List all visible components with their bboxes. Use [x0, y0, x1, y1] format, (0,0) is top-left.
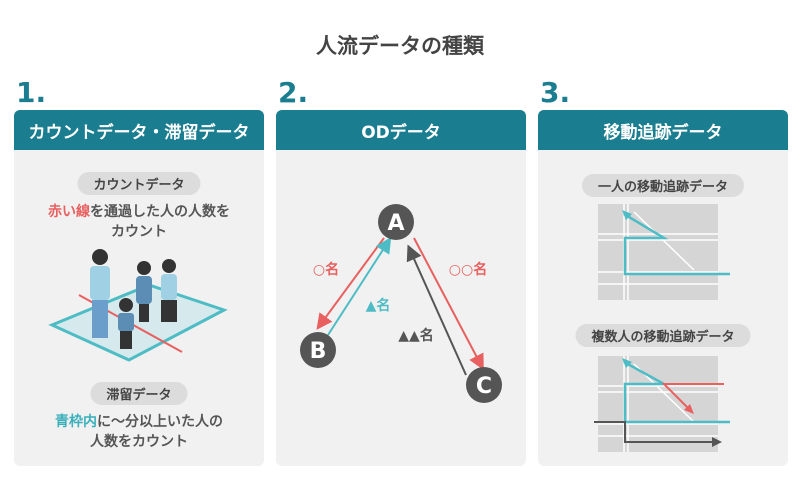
panel-count-stay: カウントデータ・滞留データ カウントデータ 赤い線を通過した人の人数をカウント … [14, 110, 264, 466]
label-b-to-a: ▲名 [366, 297, 391, 314]
red-line-text: 赤い線 [48, 204, 90, 220]
panel-od: ODデータ A B C ○名 ▲名 ▲▲名 ○○名 [276, 110, 526, 466]
desc-text: 人数をカウント [90, 434, 188, 450]
step-number-2: 2. [278, 76, 309, 109]
panel-header: ODデータ [276, 110, 526, 150]
panel-tracking: 移動追跡データ 一人の移動追跡データ 複数人の移動追跡データ [538, 110, 788, 466]
blue-frame [48, 283, 228, 362]
svg-text:A: A [387, 211, 404, 236]
desc-text: に〜分以上いた人の [97, 414, 223, 430]
arrow-b-to-a [327, 236, 392, 336]
desc-text: カウント [111, 224, 167, 240]
person-girl-icon [136, 261, 152, 322]
node-c: C [466, 367, 502, 403]
page-title: 人流データの種類 [316, 34, 484, 58]
multi-tracking-map [594, 356, 730, 452]
label-c-to-a: ▲▲名 [398, 327, 434, 344]
person-woman-icon [161, 259, 177, 322]
person-man-icon [90, 249, 110, 338]
panel-header: 移動追跡データ [538, 110, 788, 150]
node-a: A [378, 204, 414, 240]
panel-header: カウントデータ・滞留データ [14, 110, 264, 150]
step-number-3: 3. [540, 76, 571, 109]
arrow-c-to-a [406, 244, 467, 376]
od-diagram: A B C ○名 ▲名 ▲▲名 ○○名 [300, 204, 502, 403]
single-tracking-pill: 一人の移動追跡データ [581, 174, 745, 197]
node-b: B [300, 332, 336, 368]
person-boy-icon [118, 298, 134, 349]
people-illustration [48, 249, 228, 362]
arrow-a-to-c [413, 237, 484, 371]
stay-data-pill: 滞留データ [90, 382, 188, 405]
label-a-to-b: ○名 [313, 261, 339, 278]
svg-text:C: C [476, 374, 492, 399]
single-tracking-map [598, 204, 730, 300]
arrow-a-to-b [316, 237, 385, 330]
blue-frame-text: 青枠内 [55, 414, 97, 430]
stay-description: 青枠内に〜分以上いた人の人数をカウント [14, 412, 264, 452]
desc-text: を通過した人の人数を [90, 204, 230, 220]
count-description: 赤い線を通過した人の人数をカウント [14, 202, 264, 242]
count-data-pill: カウントデータ [77, 172, 201, 195]
multi-tracking-pill: 複数人の移動追跡データ [575, 324, 751, 347]
label-a-to-c: ○○名 [449, 261, 487, 278]
step-number-1: 1. [16, 76, 47, 109]
svg-text:B: B [310, 339, 327, 364]
